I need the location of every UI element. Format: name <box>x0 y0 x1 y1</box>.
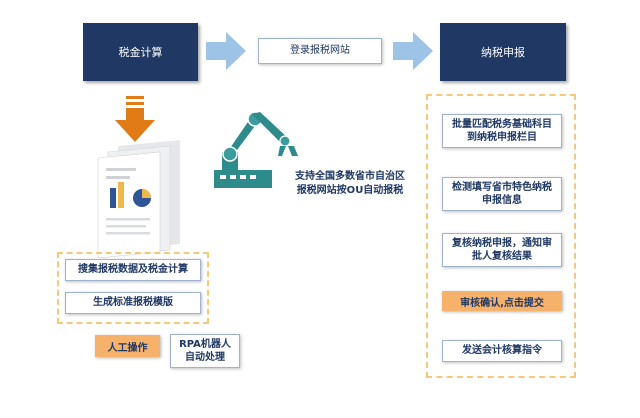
review-declare-line1: 复核纳税申报，通知审 <box>452 237 552 249</box>
match-subjects-line1: 批量匹配税务基础科目 <box>452 118 552 130</box>
send-accounting-step: 发送会计核算指令 <box>442 340 562 362</box>
arrow-down-icon <box>115 96 155 142</box>
tax-calc-label: 税金计算 <box>118 46 163 59</box>
legend-rpa-line1: RPA机器人 <box>179 338 231 350</box>
robot-arm-icon <box>214 111 298 188</box>
arrow-right-icon <box>393 32 433 70</box>
legend-rpa: RPA机器人 自动处理 <box>170 334 240 368</box>
confirm-submit-step: 审核确认,点击提交 <box>442 291 562 311</box>
login-site-box: 登录报税网站 <box>258 38 382 64</box>
login-site-label: 登录报税网站 <box>290 45 350 57</box>
confirm-submit-label: 审核确认,点击提交 <box>460 297 544 309</box>
document-stack-icon <box>97 140 180 258</box>
robot-caption: 支持全国多数省市自治区 报税网站按OU自动报税 <box>285 170 415 198</box>
match-subjects-line2: 到纳税申报栏目 <box>467 132 537 143</box>
left-process-panel <box>57 252 209 324</box>
robot-caption-line2: 报税网站按OU自动报税 <box>296 185 404 196</box>
right-process-panel <box>426 94 576 378</box>
tax-declare-box: 纳税申报 <box>440 23 566 81</box>
fill-local-info-line1: 检测填写省市特色纳税 <box>452 181 552 193</box>
send-accounting-label: 发送会计核算指令 <box>462 345 542 357</box>
review-declare-line2: 批人复核结果 <box>472 251 532 262</box>
legend-manual: 人工操作 <box>95 335 160 357</box>
collect-data-label: 搜集报税数据及税金计算 <box>78 264 188 276</box>
arrow-right-icon <box>206 32 246 70</box>
legend-rpa-line2: 自动处理 <box>184 352 225 363</box>
fill-local-info-step: 检测填写省市特色纳税 申报信息 <box>442 177 562 211</box>
collect-data-step: 搜集报税数据及税金计算 <box>65 259 201 281</box>
tax-declare-label: 纳税申报 <box>481 46 525 59</box>
template-label: 生成标准报税模版 <box>93 297 173 309</box>
match-subjects-step: 批量匹配税务基础科目 到纳税申报栏目 <box>442 114 562 148</box>
tax-calc-box: 税金计算 <box>83 23 198 81</box>
fill-local-info-line2: 申报信息 <box>482 195 522 206</box>
robot-caption-line1: 支持全国多数省市自治区 <box>295 171 405 182</box>
template-step: 生成标准报税模版 <box>65 292 201 314</box>
legend-manual-label: 人工操作 <box>107 342 148 354</box>
review-declare-step: 复核纳税申报，通知审 批人复核结果 <box>442 233 562 267</box>
